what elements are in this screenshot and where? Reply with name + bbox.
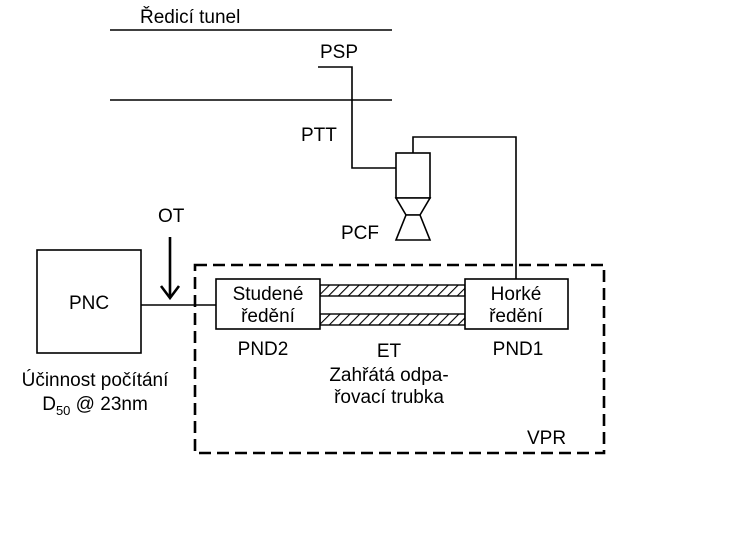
tunnel-label: Ředicí tunel xyxy=(140,6,240,28)
evaporation-tube-lower xyxy=(319,313,466,326)
et-label: ET xyxy=(377,341,402,362)
hot-dilution-label-line1: Horké xyxy=(491,284,542,305)
efficiency-d: D xyxy=(42,394,56,415)
pcf-cyclone-body xyxy=(395,152,431,199)
ptt-transfer-tube xyxy=(351,100,396,169)
efficiency-label-line1: Účinnost počítání xyxy=(22,369,170,391)
hot-dilution-label-line2: ředění xyxy=(489,306,544,327)
pnc-box xyxy=(36,249,142,354)
ot-label: OT xyxy=(158,206,185,227)
ptt-label: PTT xyxy=(301,125,337,146)
psp-label: PSP xyxy=(320,42,358,63)
ot-arrow-head xyxy=(159,285,181,301)
efficiency-subscript: 50 xyxy=(56,403,70,418)
cold-dilution-label-line1: Studené xyxy=(233,284,304,305)
vpr-label: VPR xyxy=(527,428,566,449)
cold-dilution-label-line2: ředění xyxy=(241,306,296,327)
efficiency-rest: @ 23nm xyxy=(70,394,147,415)
pcf-label: PCF xyxy=(341,223,379,244)
pcf-cyclone-outlet xyxy=(394,214,432,241)
et-description-line1: Zahřátá odpa- xyxy=(329,365,448,386)
evaporation-tube-upper xyxy=(319,284,466,297)
pnd2-label: PND2 xyxy=(238,339,289,360)
pcf-cyclone-cone xyxy=(394,197,432,216)
psp-probe xyxy=(318,66,353,100)
pnd1-label: PND1 xyxy=(493,339,544,360)
hot-dilution-box xyxy=(464,278,569,330)
pnc-label: PNC xyxy=(69,293,109,314)
efficiency-label-line2: D50 @ 23nm xyxy=(42,394,148,418)
cold-dilution-box xyxy=(215,278,321,330)
pcf-to-vpr-line xyxy=(412,136,517,279)
et-description-line2: řovací trubka xyxy=(334,387,444,408)
vpr-enclosure xyxy=(193,263,606,455)
